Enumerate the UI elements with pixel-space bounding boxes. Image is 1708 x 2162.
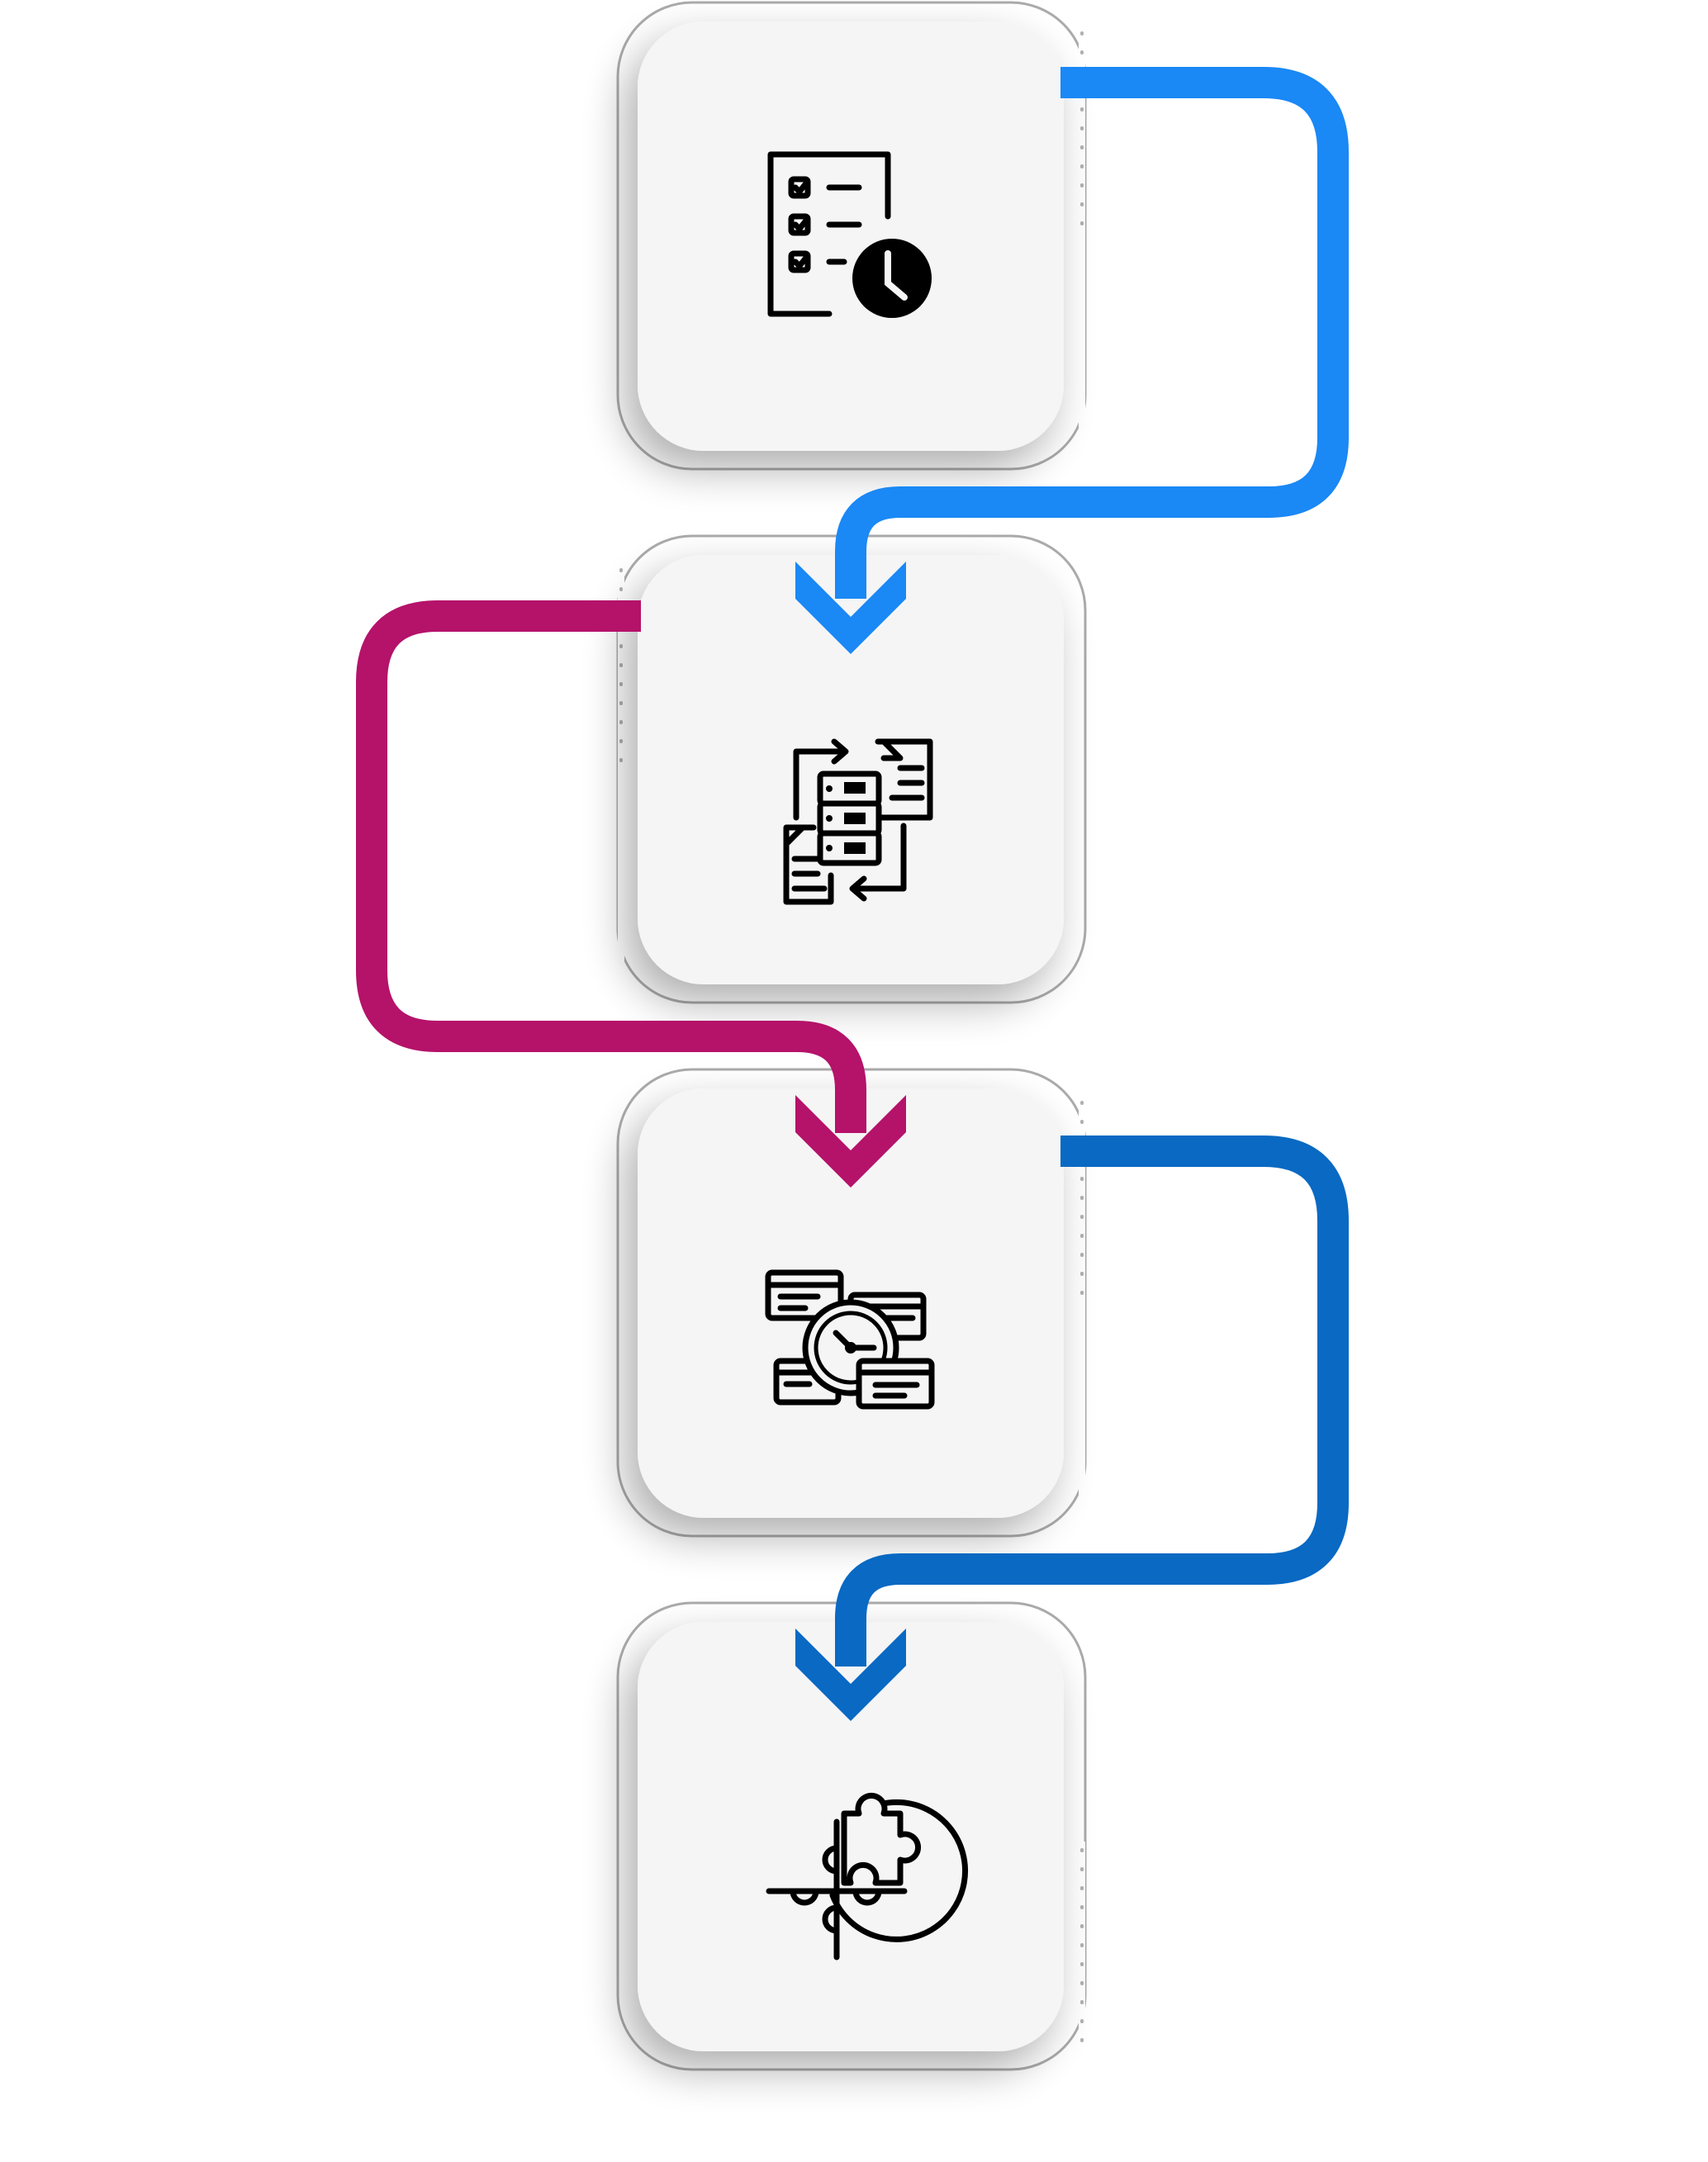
step-2-card (616, 534, 1087, 1004)
step-1-card (616, 1, 1087, 471)
arrow-head (795, 1629, 906, 1721)
connector-line (356, 600, 866, 1133)
checklist-clock-icon (767, 151, 932, 318)
connector-step-2-to-step-3 (356, 600, 906, 1188)
document-exchange-icon (783, 738, 933, 905)
connector-step-3-to-step-4 (795, 1136, 1349, 1721)
puzzle-globe-icon (766, 1793, 969, 1960)
card-face (638, 555, 1064, 984)
arrow-head (795, 1095, 906, 1188)
schedule-clock-icon (765, 1269, 935, 1410)
connector-line (835, 67, 1349, 599)
arrow-head (795, 562, 906, 654)
card-face (638, 21, 1064, 451)
connector-step-1-to-step-2 (795, 67, 1349, 654)
connector-line (835, 1136, 1349, 1667)
